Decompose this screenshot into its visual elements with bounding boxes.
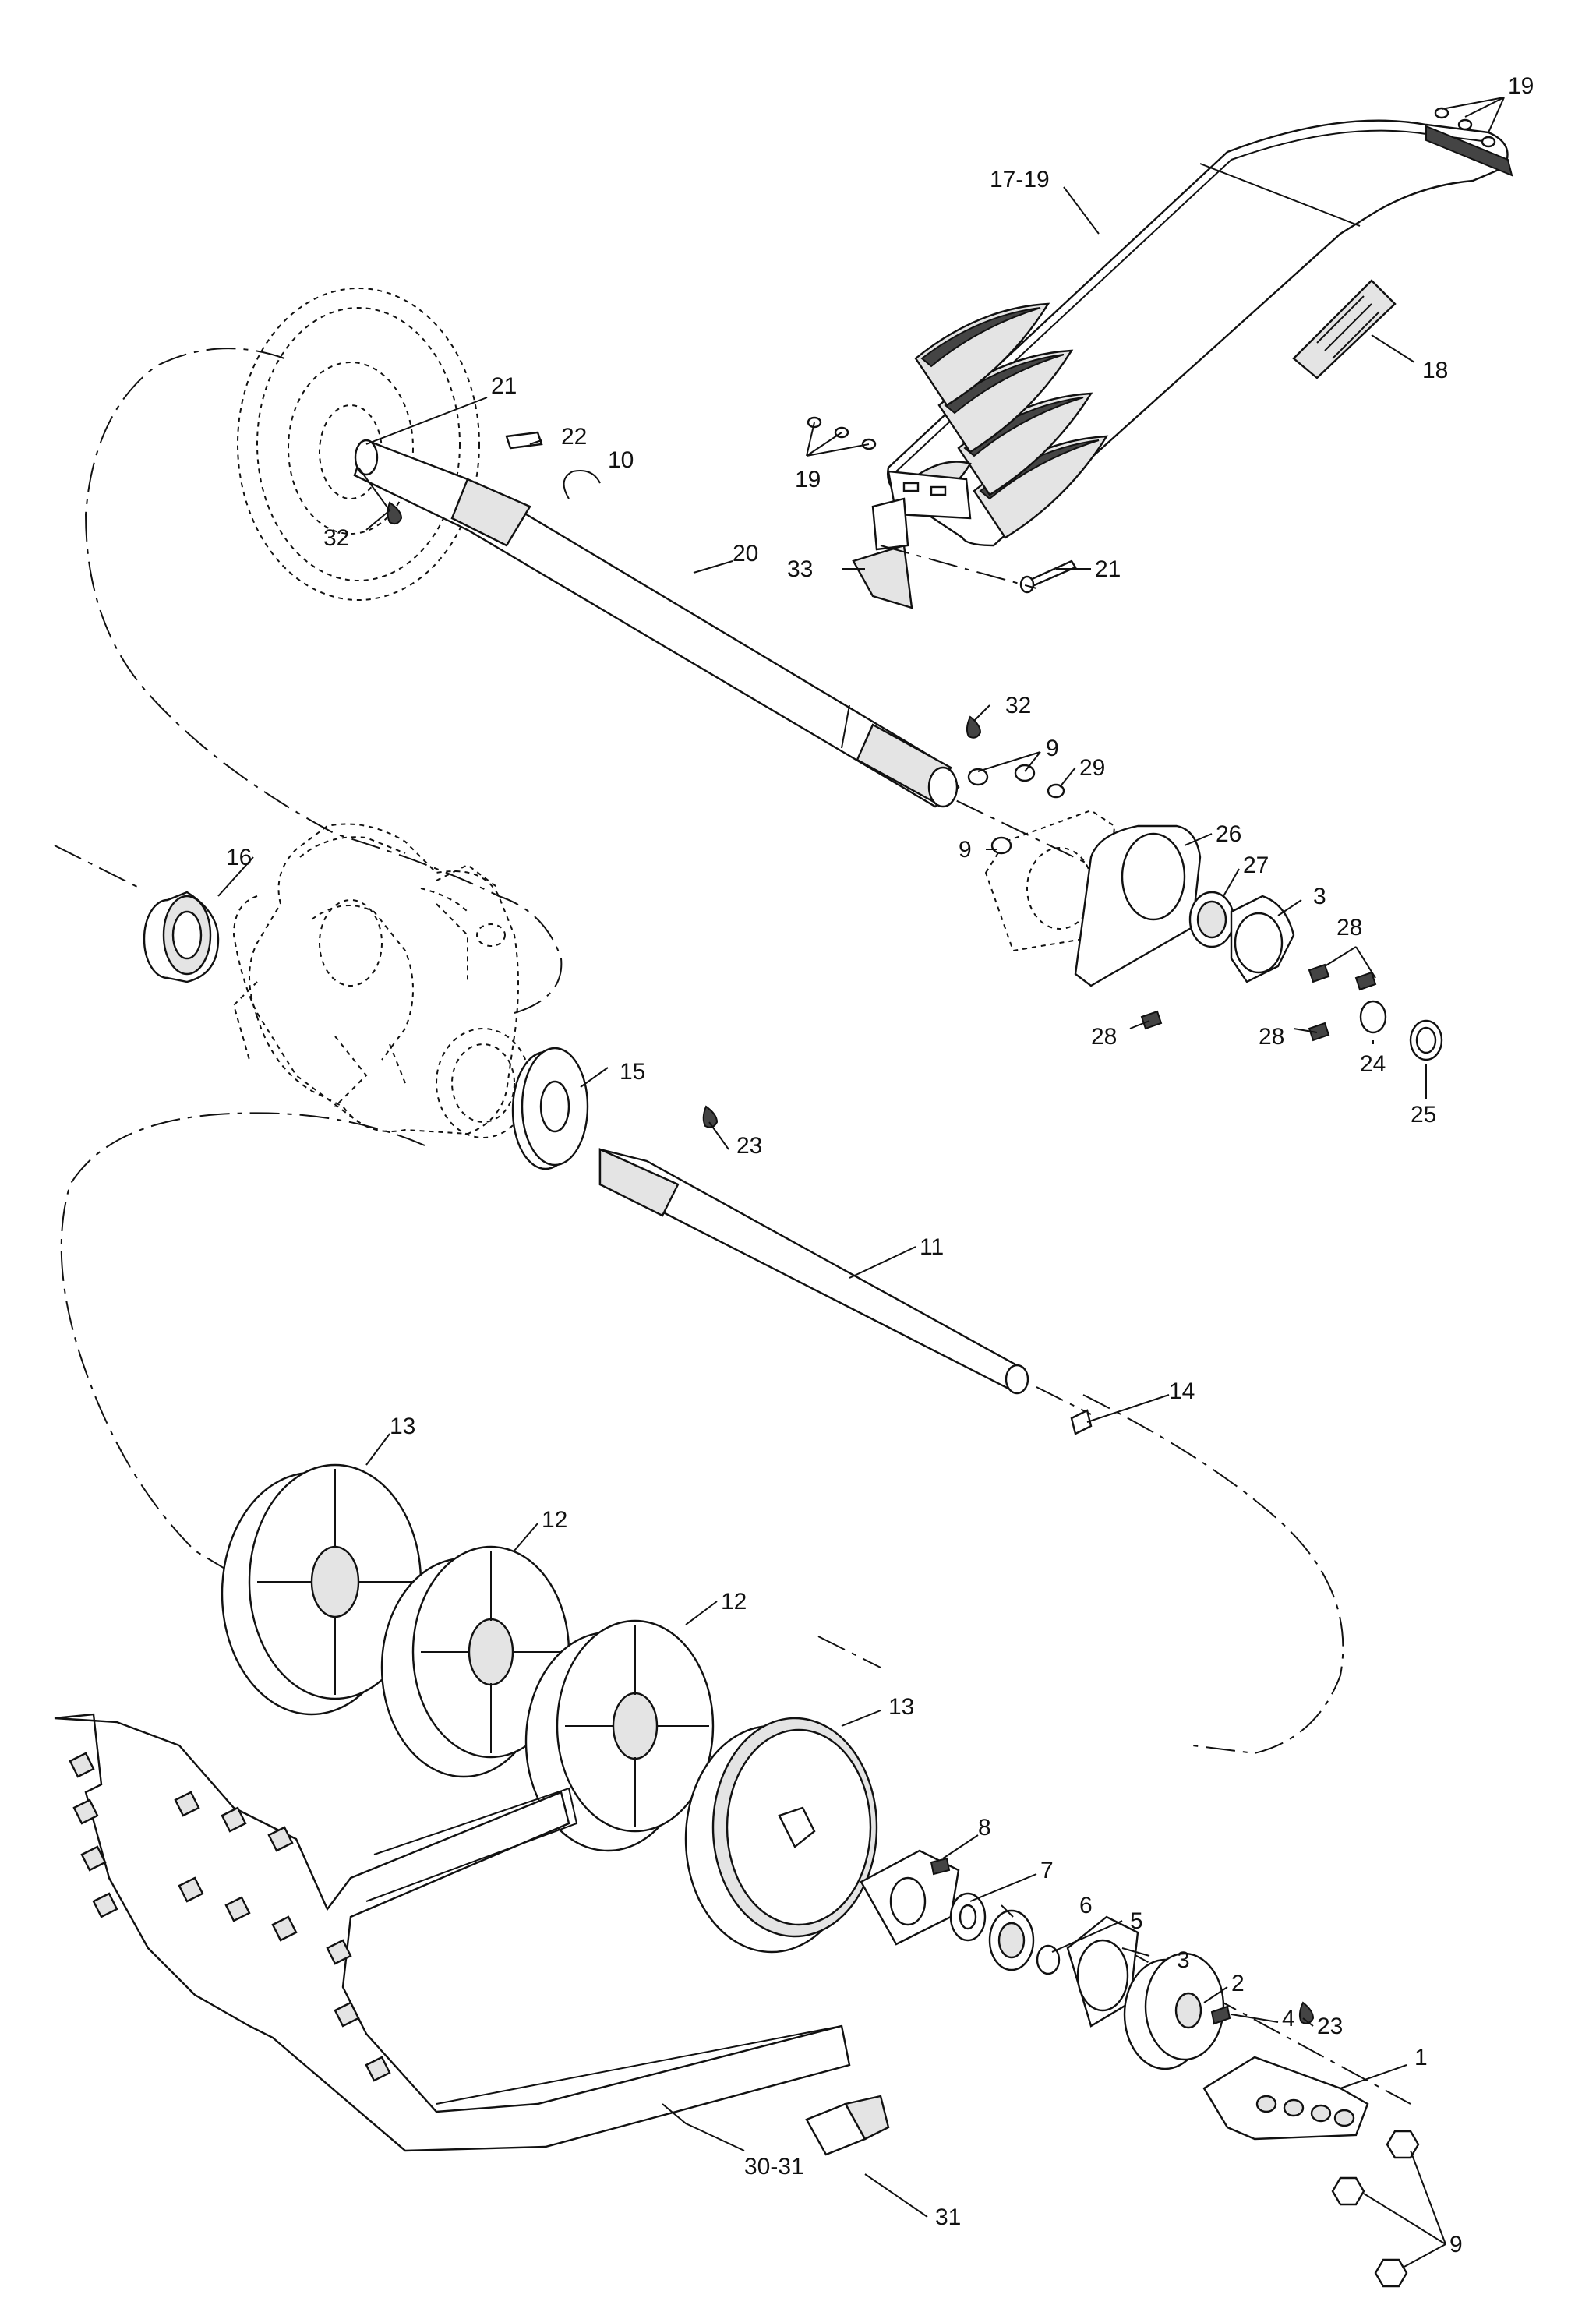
callout-21-top: 21 [491,373,517,399]
callout-22: 22 [561,424,587,450]
callout-13-top: 13 [390,1414,415,1439]
bolts-28 [1140,963,1377,1042]
callout-31: 31 [935,2204,961,2230]
callout-24: 24 [1360,1051,1386,1077]
callout-23-bottom: 23 [1317,2014,1343,2039]
circlip-10 [563,470,601,499]
callout-25: 25 [1411,1102,1436,1128]
chaincase-housing [232,823,531,1138]
callout-28-a: 28 [1336,915,1362,941]
bearing-flange-3-top [1230,895,1295,983]
callout-30-31: 30-31 [744,2154,804,2180]
leader-lines [217,97,1505,2268]
bearing-16 [143,891,220,983]
callout-28-b: 28 [1091,1024,1117,1050]
callout-8: 8 [978,1815,991,1841]
centerlines [54,348,1411,2105]
plate-26 [1074,824,1202,987]
callout-3-top: 3 [1313,884,1326,909]
callout-9-a: 9 [1046,736,1059,761]
seal-25 [1409,1019,1443,1061]
callout-16: 16 [226,845,252,870]
callout-12-b: 12 [721,1589,747,1615]
nut-9-b [990,836,1012,855]
callout-5: 5 [1130,1908,1143,1934]
oil-drop-32-right [966,715,982,739]
bracket-1 [1202,2056,1369,2141]
callout-33: 33 [787,556,813,582]
callout-13-bottom: 13 [888,1694,914,1720]
nut-9-a [967,764,1036,786]
callout-9-b: 9 [959,837,972,863]
callout-26: 26 [1216,821,1241,847]
callout-7: 7 [1040,1858,1054,1883]
callout-2: 2 [1231,1971,1245,1996]
nuts-9-bottom [1331,2130,1420,2288]
flange-3-bottom [1066,1915,1139,2028]
callout-18: 18 [1422,358,1448,383]
callout-19-top: 19 [1508,73,1534,99]
washer-15 [511,1047,589,1170]
callout-27: 27 [1243,852,1269,878]
wheel-13-right [684,1717,878,1954]
callout-17-19: 17-19 [990,167,1050,192]
callout-3-bottom: 3 [1177,1947,1190,1973]
bracket-33 [852,497,913,609]
tunnel-cover [887,119,1513,547]
rivets-top [1434,107,1496,148]
callout-21-right: 21 [1095,556,1121,582]
oil-drop-32-left [387,501,403,525]
rivets-mid [807,416,877,450]
callout-14: 14 [1169,1378,1195,1404]
rivet-21 [1019,559,1077,594]
callout-1: 1 [1414,2045,1428,2070]
callout-11: 11 [920,1234,944,1260]
callout-29: 29 [1079,755,1105,781]
sprocket-13-left [221,1463,422,1716]
sprocket-shaft-11 [598,1148,1029,1395]
callout-32-right: 32 [1005,693,1031,718]
callout-32-left: 32 [323,525,349,551]
callout-12-a: 12 [542,1507,567,1533]
callout-23-top: 23 [736,1133,762,1159]
callout-9-bottom: 9 [1449,2232,1463,2257]
guide-31 [805,2095,890,2156]
callout-10: 10 [608,447,634,473]
callout-28-c: 28 [1259,1024,1284,1050]
sprocket-12-b [524,1619,715,1852]
washer-29 [1047,783,1065,799]
callout-15: 15 [620,1059,645,1085]
clip-14 [1070,1409,1093,1435]
track-lugs [69,1752,391,2082]
spacer-24 [1359,1000,1387,1034]
track-30-31 [54,1713,851,2152]
hub-2 [1123,1952,1225,2070]
drive-shaft-20 [353,439,960,808]
screw-4 [1210,2005,1231,2025]
circlip-5 [1036,1944,1061,1975]
bearing-27 [1188,891,1235,948]
callout-labels: 19 17-19 18 21 22 10 19 32 33 21 20 32 9… [226,73,1534,2257]
key-22 [505,431,543,450]
callout-4: 4 [1282,2006,1295,2031]
decal [1292,279,1396,379]
callout-19-mid: 19 [795,467,821,492]
bearing-6 [988,1909,1035,1971]
callout-20: 20 [733,541,758,567]
plate-8 [860,1849,960,1946]
washer-7 [949,1892,987,1942]
callout-6: 6 [1079,1893,1093,1918]
